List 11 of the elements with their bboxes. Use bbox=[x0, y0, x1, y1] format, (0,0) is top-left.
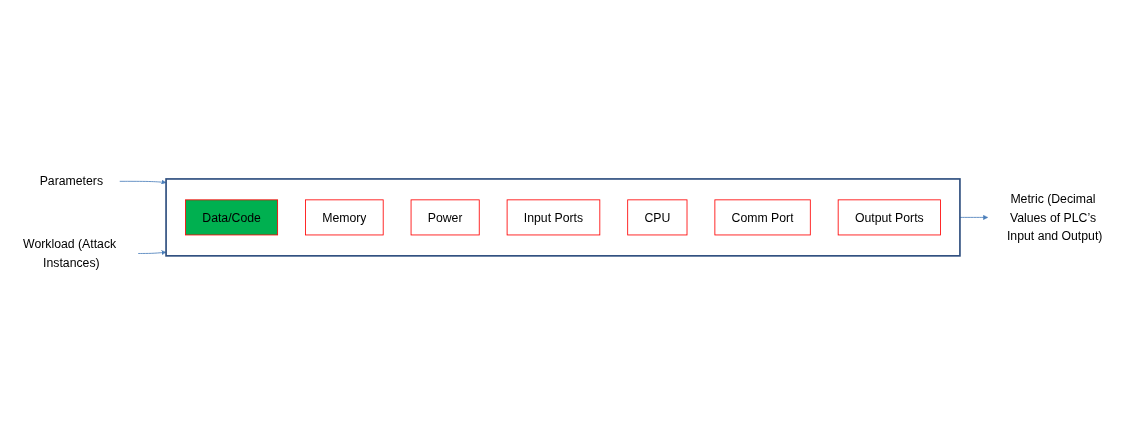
node-box: Data/Code bbox=[185, 199, 279, 236]
node-box: Power bbox=[410, 199, 480, 236]
node-box: Output Ports bbox=[837, 199, 941, 236]
cluster bbox=[165, 178, 961, 257]
node-text: Workload (Attack Instances) bbox=[23, 237, 117, 270]
node-box: Memory bbox=[305, 199, 384, 236]
node-text: Parameters bbox=[39, 174, 104, 189]
node-box: CPU bbox=[627, 199, 688, 236]
node-box: Comm Port bbox=[714, 199, 811, 236]
node-text: Metric (Decimal Values of PLC’s Input and Output) bbox=[1006, 192, 1103, 243]
node-box: Input Ports bbox=[506, 199, 601, 236]
